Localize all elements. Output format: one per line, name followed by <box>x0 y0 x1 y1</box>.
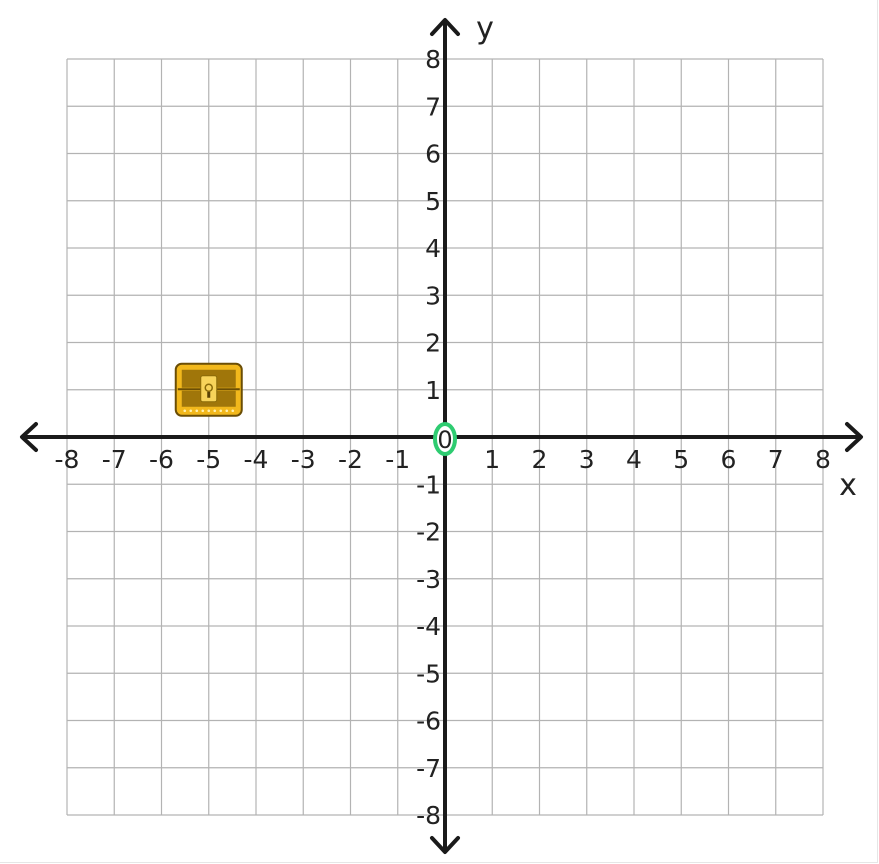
origin-label: 0 <box>437 426 452 454</box>
x-tick-label: 1 <box>484 445 500 474</box>
x-tick-label: -1 <box>385 445 410 474</box>
y-tick-label: 3 <box>425 281 441 310</box>
origin-ring-icon <box>433 422 457 456</box>
game-items[interactable] <box>174 362 243 417</box>
keyhole-icon <box>204 383 213 392</box>
chest-rivet <box>189 409 193 413</box>
y-tick-label: 4 <box>425 234 441 263</box>
keyhole-slot <box>207 391 211 398</box>
y-axis-up-arrow <box>430 18 460 36</box>
y-tick-label: 7 <box>425 92 441 121</box>
chest-lock <box>200 375 218 403</box>
y-tick-label: 5 <box>425 187 441 216</box>
chest-rivet <box>225 409 229 413</box>
x-tick-label: -6 <box>149 445 174 474</box>
x-tick-label: 7 <box>768 445 784 474</box>
chest-rivet <box>183 409 187 413</box>
x-tick-label: 2 <box>532 445 548 474</box>
x-axis-label: x <box>839 468 857 503</box>
y-tick-label: -4 <box>416 612 441 641</box>
chest-rivet <box>195 409 199 413</box>
y-tick-label: -1 <box>416 470 441 499</box>
y-tick-label: -6 <box>416 707 441 736</box>
x-tick-label: 8 <box>815 445 831 474</box>
x-tick-label: 5 <box>673 445 689 474</box>
x-tick-label: -8 <box>55 445 80 474</box>
y-tick-label: -5 <box>416 659 441 688</box>
x-axis-right-arrow <box>845 422 863 452</box>
chest-rivet <box>201 409 205 413</box>
x-tick-label: -2 <box>338 445 363 474</box>
x-tick-label: -4 <box>244 445 269 474</box>
treasure-chest-icon[interactable] <box>174 362 243 417</box>
x-tick-label: 6 <box>721 445 737 474</box>
x-tick-label: -7 <box>102 445 127 474</box>
x-tick-label: -5 <box>196 445 221 474</box>
y-tick-label: 2 <box>425 329 441 358</box>
x-tick-label: 3 <box>579 445 595 474</box>
x-tick-label: 4 <box>626 445 642 474</box>
chest-rivet <box>213 409 217 413</box>
y-axis-down-arrow <box>430 836 460 854</box>
y-tick-label: -7 <box>416 754 441 783</box>
tick-labels: -8 -7 -6 -5 -4 -3 -2 -1 1 2 3 4 5 6 7 8 8 7 6 5 4 3 2 1 -1 -2 -3 -4… <box>55 45 831 830</box>
x-tick-label: -3 <box>291 445 316 474</box>
x-axis-left-arrow <box>20 422 38 452</box>
chest-rivet <box>231 409 235 413</box>
y-tick-label: -2 <box>416 518 441 547</box>
y-tick-label: 1 <box>425 376 441 405</box>
chest-rivet <box>219 409 223 413</box>
y-tick-label: 8 <box>425 45 441 74</box>
y-tick-label: 6 <box>425 140 441 169</box>
chest-rivet <box>207 409 211 413</box>
y-tick-label: -3 <box>416 565 441 594</box>
y-axis-label: y <box>476 11 494 46</box>
y-tick-label: -8 <box>416 801 441 830</box>
origin-marker[interactable]: 0 <box>433 422 457 456</box>
